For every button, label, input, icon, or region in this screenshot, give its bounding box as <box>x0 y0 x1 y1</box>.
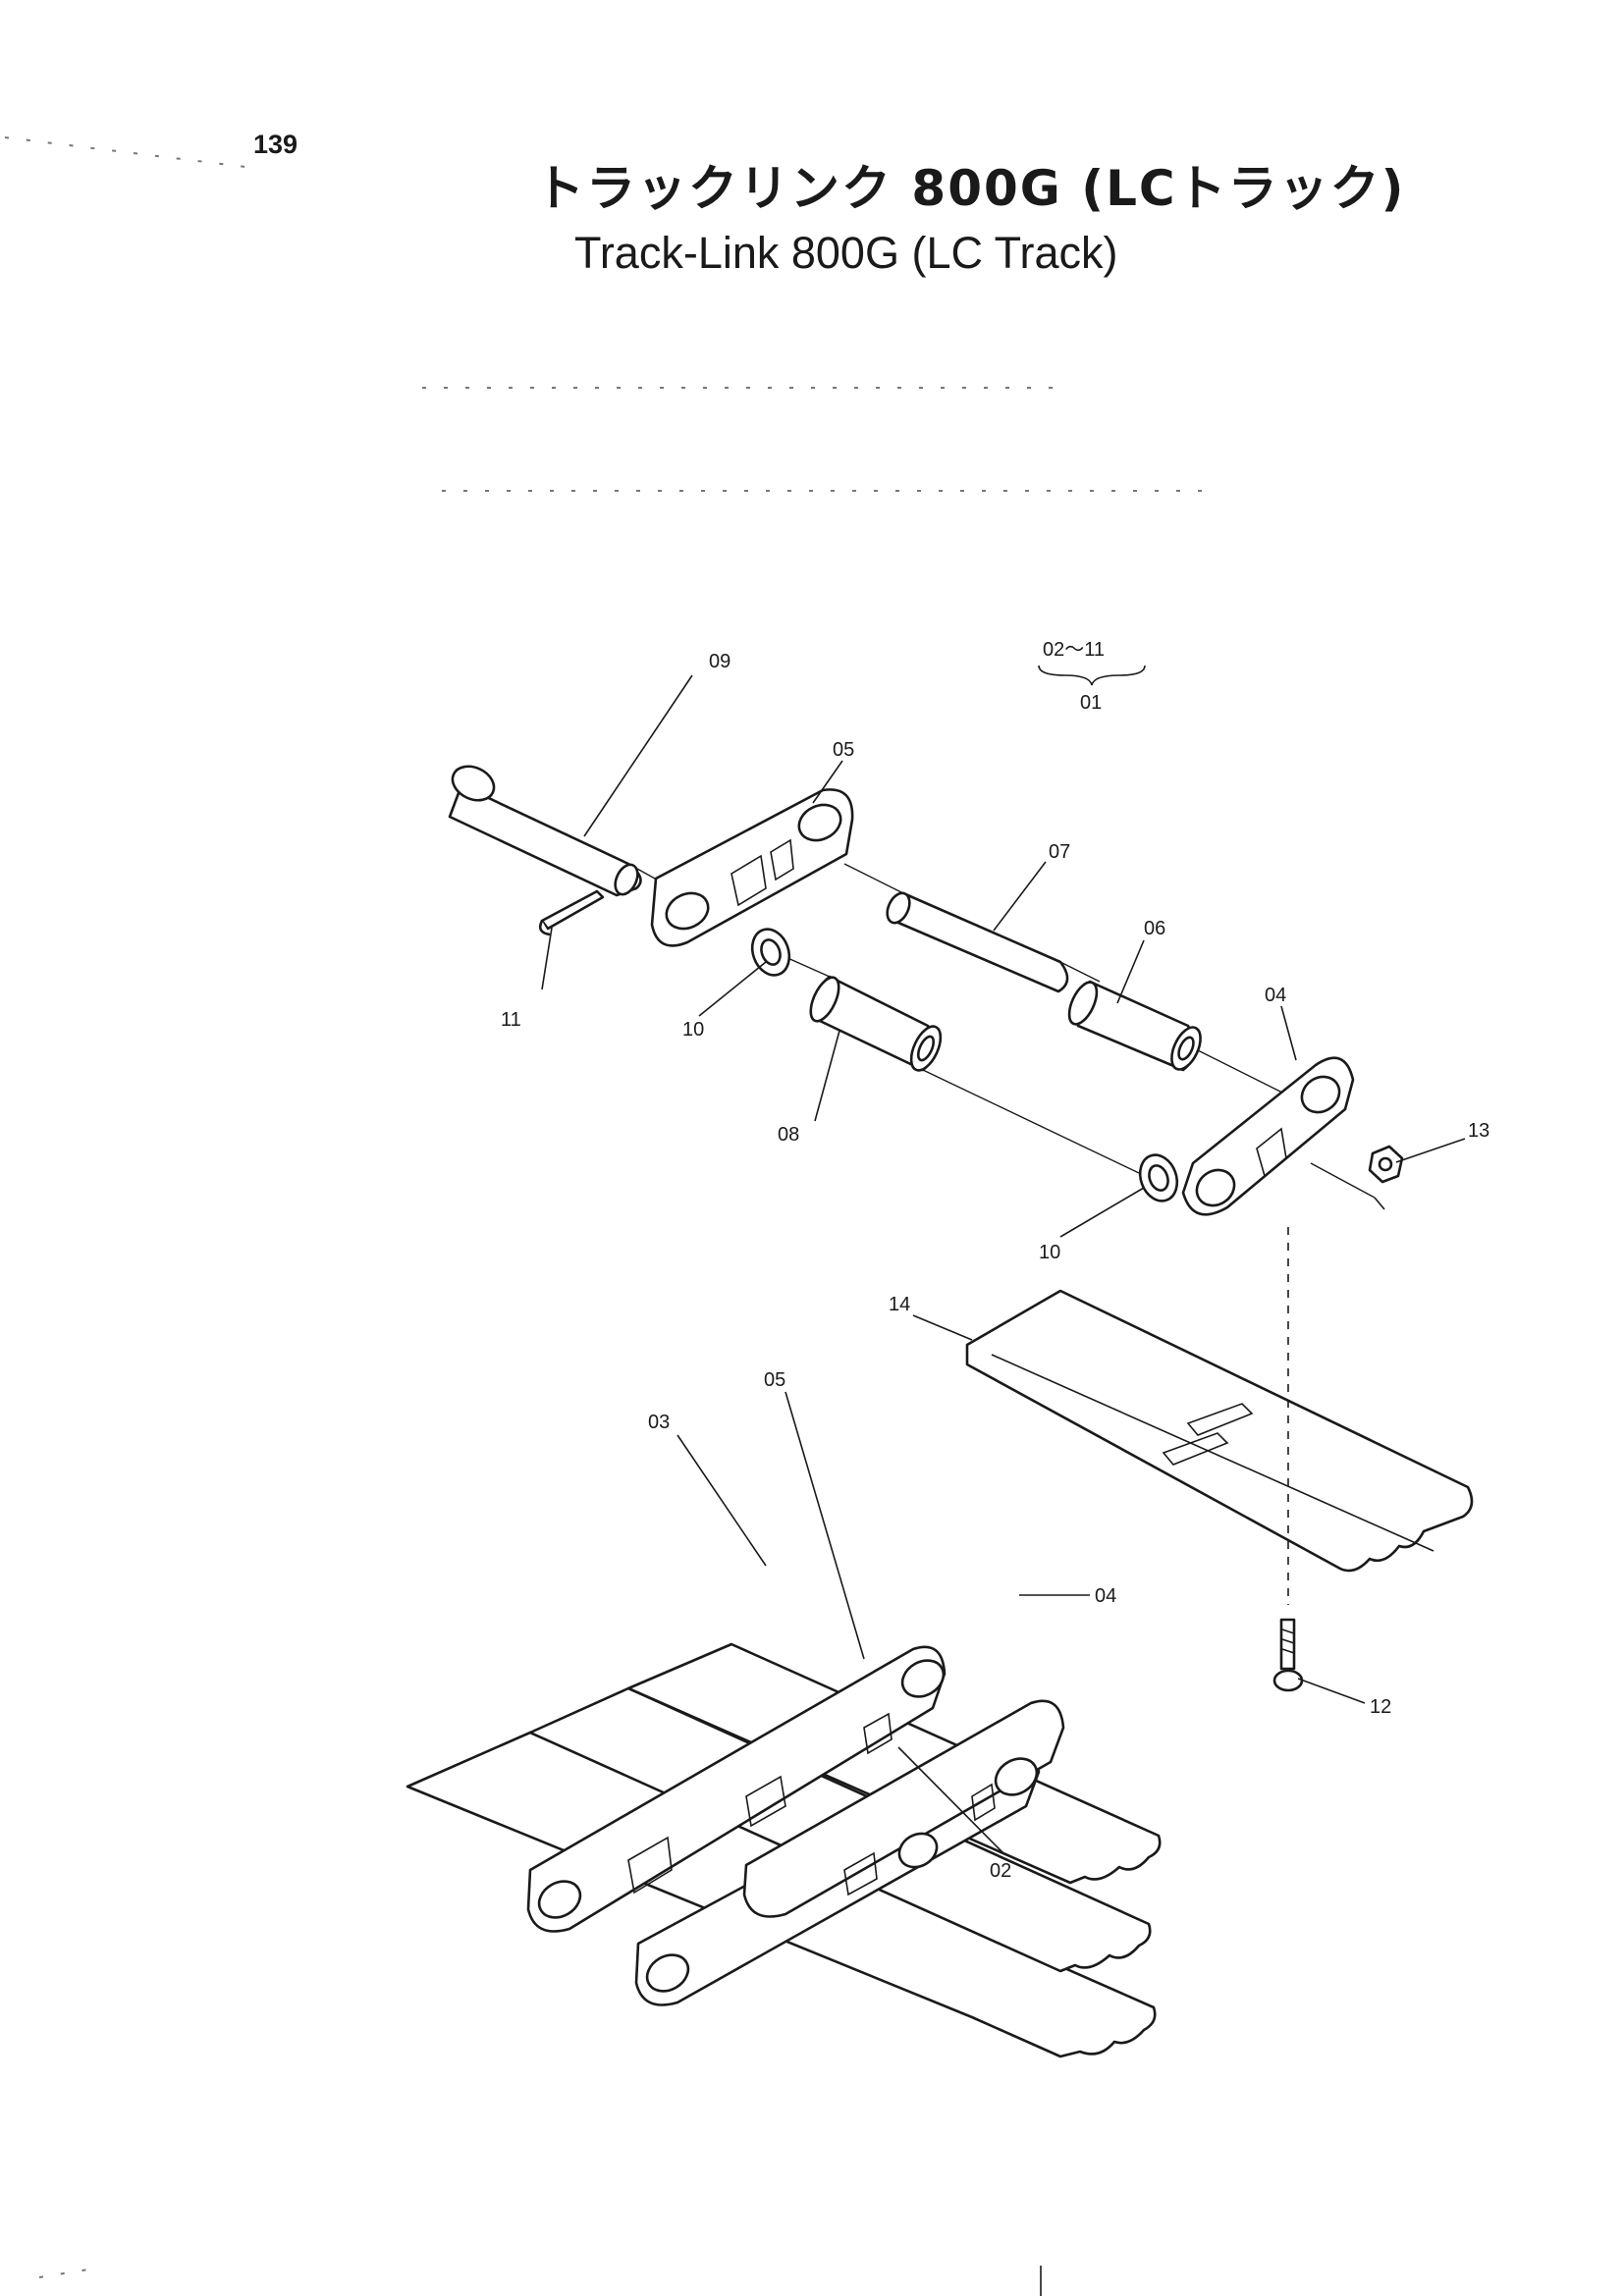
callout-02: 02 <box>990 1860 1011 1882</box>
callout-14: 14 <box>889 1294 910 1315</box>
seal-10-right <box>1138 1153 1179 1202</box>
callout-10-right: 10 <box>1039 1242 1060 1263</box>
title-japanese: トラックリンク 800G (LCトラック) <box>535 160 1406 217</box>
callouts: 09 05 07 06 04 11 10 08 13 10 14 05 03 0… <box>501 651 1489 1882</box>
link-05-top <box>650 788 854 947</box>
callout-13: 13 <box>1468 1120 1489 1142</box>
bushing-06 <box>1067 980 1202 1072</box>
leader-lines <box>541 674 1466 1854</box>
assembly-note-range: 02〜11 <box>1043 639 1105 661</box>
bushing-08 <box>809 975 943 1072</box>
title-block: トラックリンク 800G (LCトラック) Track-Link 800G (L… <box>535 149 1419 279</box>
bolt-12 <box>1272 1618 1304 1692</box>
callout-11: 11 <box>501 1009 521 1031</box>
callout-04-top: 04 <box>1265 985 1286 1006</box>
page-edge-marks <box>38 2266 1042 2296</box>
pin-07 <box>886 891 1069 993</box>
brace <box>1038 665 1146 686</box>
title-english: Track-Link 800G (LC Track) <box>574 228 1118 278</box>
track-shoe-14 <box>965 1289 1474 1573</box>
callout-06: 06 <box>1144 918 1165 939</box>
link-04-top <box>1181 1056 1355 1216</box>
callout-10-left: 10 <box>682 1019 704 1041</box>
callout-03: 03 <box>648 1412 670 1433</box>
assembled-track <box>406 1642 1162 2058</box>
assembly-note-assembly: 01 <box>1080 692 1102 714</box>
seal-10-left <box>750 928 791 977</box>
callout-04-bottom: 04 <box>1095 1585 1116 1607</box>
scan-noise <box>4 136 1208 492</box>
nut-13 <box>1368 1145 1404 1210</box>
assembly-note: 02〜11 01 <box>1038 639 1146 714</box>
callout-08: 08 <box>778 1124 799 1146</box>
callout-09: 09 <box>709 651 730 672</box>
cotter-pin-11 <box>538 889 605 936</box>
callout-07: 07 <box>1049 841 1070 863</box>
callout-05-bottom: 05 <box>764 1369 785 1391</box>
callout-05-top: 05 <box>833 739 854 761</box>
pin-09 <box>448 765 642 897</box>
callout-12: 12 <box>1370 1696 1391 1718</box>
page-number: 139 <box>253 130 298 159</box>
